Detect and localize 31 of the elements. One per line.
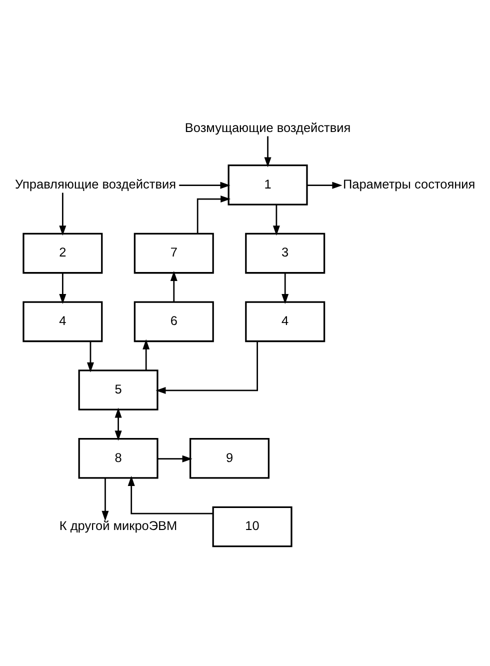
node-box: 3 <box>245 232 326 274</box>
arrow <box>264 136 272 167</box>
arrow <box>114 407 122 440</box>
node-box: 1 <box>228 164 308 205</box>
arrow <box>86 340 94 372</box>
arrow <box>282 272 289 304</box>
node-text: Управляющие воздействия <box>14 176 176 191</box>
node-box: 9 <box>189 437 270 478</box>
node-text: Параметры состояния <box>342 176 476 191</box>
node-box: 2 <box>22 232 103 274</box>
arrow <box>272 204 280 236</box>
node-box: 4 <box>245 300 326 342</box>
node-box: 10 <box>212 506 292 547</box>
node-text: К другой микроЭВМ <box>59 518 178 533</box>
arrow <box>142 338 150 370</box>
arrow <box>179 181 230 188</box>
arrow <box>156 341 258 394</box>
arrow <box>59 272 66 304</box>
arrow <box>170 270 178 302</box>
arrow <box>59 192 66 236</box>
node-box: 7 <box>134 232 214 274</box>
node-box: 6 <box>134 300 214 342</box>
node-text: Возмущающие воздействия <box>184 119 351 134</box>
arrow <box>102 478 109 520</box>
arrow <box>196 195 231 233</box>
node-box: 4 <box>22 300 103 342</box>
arrow <box>128 475 214 514</box>
node-box: 5 <box>78 369 158 410</box>
arrow <box>307 181 342 188</box>
arrow <box>158 454 192 462</box>
node-box: 8 <box>78 437 158 478</box>
